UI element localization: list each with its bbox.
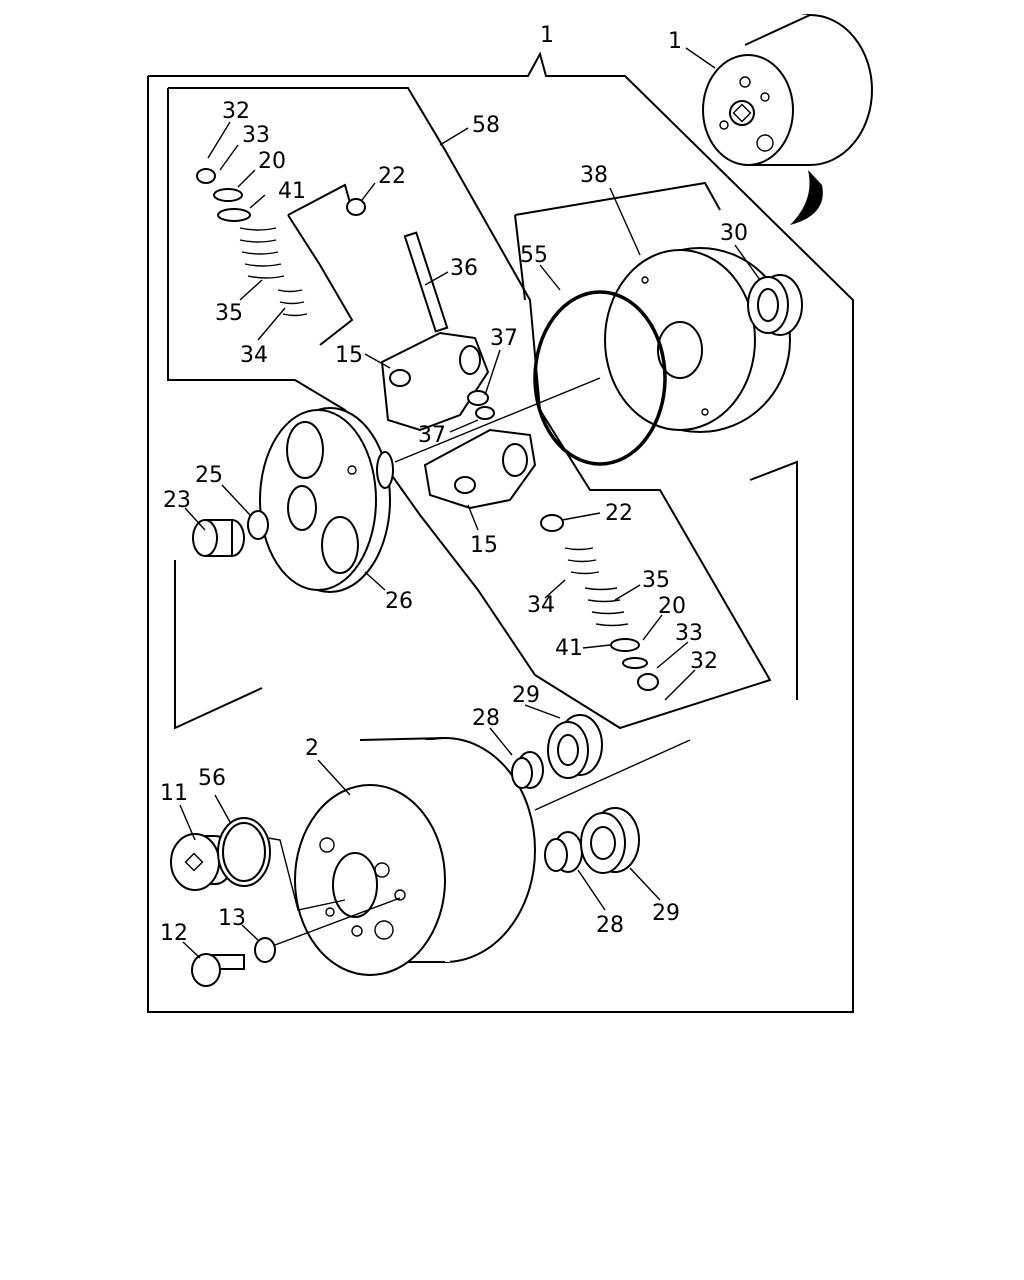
- callout-35-lower: 35: [642, 568, 670, 593]
- callout-37-b: 37: [418, 423, 446, 448]
- rotate-arrow-icon: [790, 170, 823, 225]
- callout-36: 36: [450, 256, 478, 281]
- callout-34-upper: 34: [240, 343, 268, 368]
- callout-41-lower: 41: [555, 636, 583, 661]
- o-ring-part-56: [217, 817, 271, 887]
- callout-28-upper: 28: [472, 706, 500, 731]
- callout-23: 23: [163, 488, 191, 513]
- callout-37-a: 37: [490, 326, 518, 351]
- link-line: [267, 837, 346, 911]
- callout-29-upper: 29: [512, 683, 540, 708]
- o-ring-inner: [222, 822, 266, 882]
- plug-part-23: [192, 519, 245, 557]
- disc-part-26: [259, 407, 394, 593]
- callout-33-upper: 33: [242, 123, 270, 148]
- callout-34-lower: 34: [527, 593, 555, 618]
- washer-part-13: [254, 937, 276, 963]
- seal-part-37-b: [475, 406, 495, 420]
- axis-line-2: [534, 739, 691, 811]
- callout-25: 25: [195, 463, 223, 488]
- axis-line-3: [274, 897, 401, 946]
- callout-58: 58: [472, 113, 500, 138]
- insert-part-28-upper: [511, 751, 544, 789]
- axis-line: [394, 377, 601, 463]
- callout-35-upper: 35: [215, 301, 243, 326]
- bracket-right: [749, 460, 798, 700]
- seal-group-edge: [514, 214, 526, 301]
- valve-block-upper-15: [380, 331, 490, 432]
- housing-part-2: [294, 737, 536, 976]
- callout-1-housing: 1: [668, 29, 682, 54]
- callout-13: 13: [218, 906, 246, 931]
- seal-group-frame: [514, 181, 721, 216]
- valve-block-lower-15: [423, 428, 537, 510]
- seal-part-37-a: [467, 390, 489, 406]
- callout-15-lower: 15: [470, 533, 498, 558]
- upper-spring-stack: [196, 168, 366, 317]
- callout-32-upper: 32: [222, 99, 250, 124]
- callout-56: 56: [198, 766, 226, 791]
- callout-20-upper: 20: [258, 149, 286, 174]
- seat-part-29-upper: [547, 714, 603, 779]
- callout-32-lower: 32: [690, 649, 718, 674]
- screw-part-12: [191, 953, 245, 987]
- lower-spring-stack: [540, 514, 659, 691]
- bracket-left: [174, 560, 263, 730]
- callout-30: 30: [720, 221, 748, 246]
- callout-12: 12: [160, 921, 188, 946]
- callout-29-lower: 29: [652, 901, 680, 926]
- bearing-part-30: [747, 274, 803, 336]
- callout-11: 11: [160, 781, 188, 806]
- piston-part-38: [604, 247, 791, 433]
- leader-lines: [179, 47, 761, 959]
- callout-20-lower: 20: [658, 594, 686, 619]
- callout-22-lower: 22: [605, 501, 633, 526]
- valve-kit-frame: [167, 87, 772, 730]
- rod-part-36: [403, 231, 449, 333]
- callout-22-upper: 22: [378, 164, 406, 189]
- o-ring-55: [533, 290, 667, 466]
- callout-55: 55: [520, 243, 548, 268]
- seat-part-29-lower: [580, 807, 640, 874]
- outer-frame: [147, 51, 854, 1013]
- spring-bracket-2: [287, 214, 354, 346]
- washer-part-25: [247, 510, 269, 540]
- callout-15-upper: 15: [335, 343, 363, 368]
- housing-part-1: [702, 14, 873, 166]
- callout-26: 26: [385, 589, 413, 614]
- callout-1-main: 1: [540, 23, 554, 48]
- callout-28-lower: 28: [596, 913, 624, 938]
- callout-33-lower: 33: [675, 621, 703, 646]
- callout-labels: 1 1 58 32 33 20 41 22 36 35 34 15 37 37 …: [160, 23, 748, 946]
- callout-2: 2: [305, 736, 319, 761]
- callout-38: 38: [580, 163, 608, 188]
- callout-41-upper: 41: [278, 179, 306, 204]
- insert-part-28-lower: [544, 831, 583, 873]
